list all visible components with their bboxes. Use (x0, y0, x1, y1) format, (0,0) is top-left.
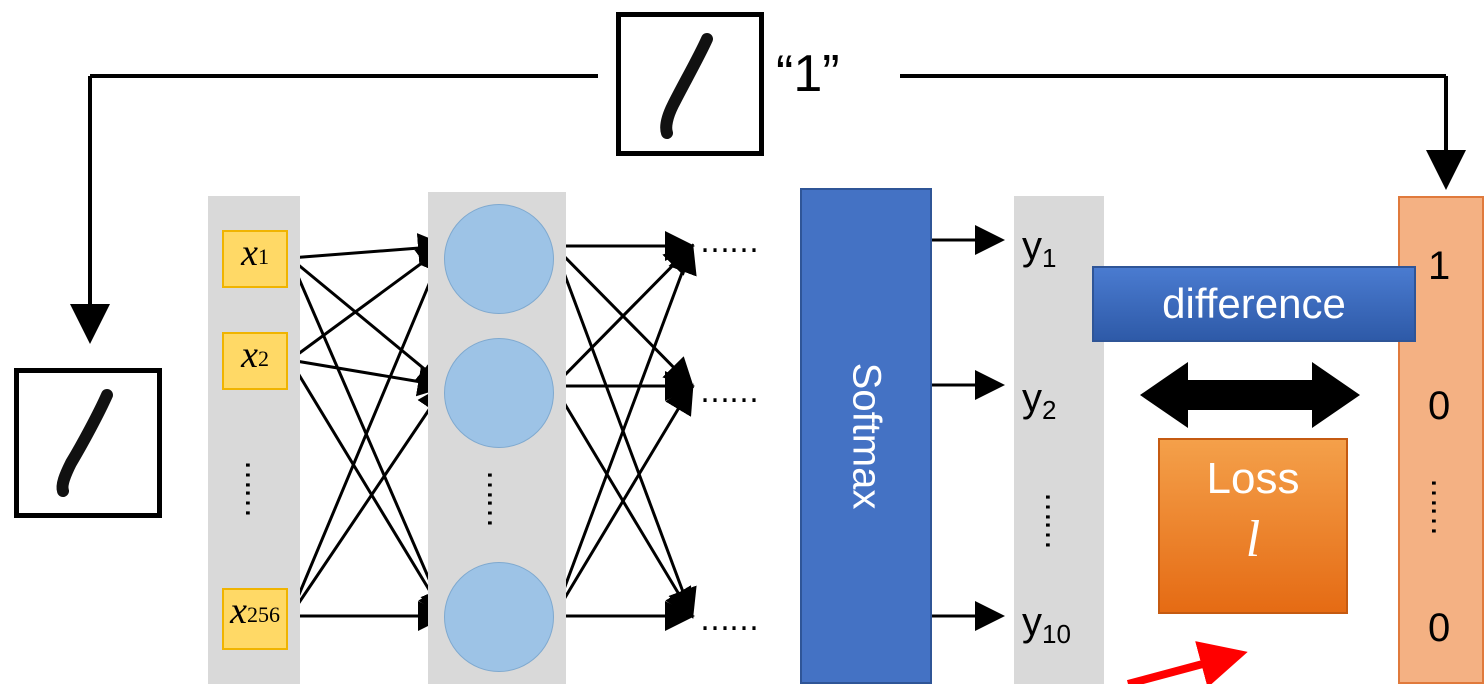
difference-box: difference (1092, 266, 1416, 342)
output-ellipsis: …… (1038, 492, 1073, 548)
output-y2: y2 (1022, 376, 1057, 425)
loss-box: Loss l (1158, 438, 1348, 614)
hidden-neuron-1 (444, 204, 554, 314)
input-digit-image (14, 368, 162, 518)
loss-symbol: l (1245, 511, 1261, 568)
target-ellipsis: …… (1424, 478, 1459, 534)
target-value-2: 0 (1428, 384, 1451, 428)
hidden-neuron-2 (444, 338, 554, 448)
hidden-neuron-3 (444, 562, 554, 672)
softmax-label: Softmax (844, 362, 889, 510)
input-ellipsis: …… (238, 460, 273, 516)
target-value-1: 1 (1428, 244, 1451, 288)
output-y1: y1 (1022, 224, 1057, 273)
output-layer (1014, 196, 1104, 684)
layer-ellipsis-3: …… (700, 603, 759, 638)
layer-ellipsis-1: …… (700, 225, 759, 260)
target-value-3: 0 (1428, 606, 1451, 650)
label-digit-image (616, 12, 764, 156)
output-y10: y10 (1022, 600, 1071, 649)
layer-ellipsis-2: …… (700, 375, 759, 410)
label-text: “1” (776, 45, 840, 103)
hidden-ellipsis: …… (480, 470, 515, 526)
loss-title: Loss (1206, 454, 1300, 503)
softmax-layer: Softmax (800, 188, 932, 684)
